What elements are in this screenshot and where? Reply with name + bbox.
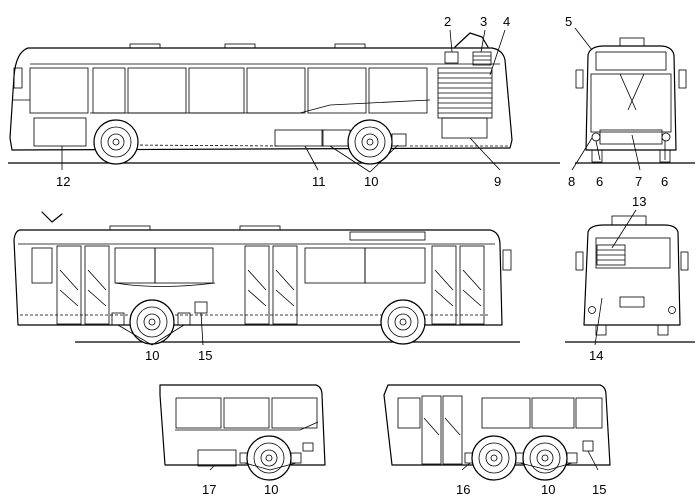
rear-window bbox=[595, 237, 671, 269]
callout-label: 2 bbox=[444, 14, 451, 29]
wheel-icon bbox=[471, 435, 517, 481]
callout-labels: 2 3 4 5 6 6 7 8 9 10 11 12 13 14 15 10 1… bbox=[56, 14, 668, 497]
socket-box-15 bbox=[194, 301, 208, 314]
mirror-icon bbox=[678, 69, 687, 89]
socket-box bbox=[444, 51, 459, 64]
mirror-icon bbox=[502, 249, 512, 271]
wheel-icon bbox=[129, 299, 175, 345]
door bbox=[431, 245, 457, 325]
vent-box bbox=[472, 51, 492, 66]
wheel-icon bbox=[522, 435, 568, 481]
callout-label: 17 bbox=[202, 482, 216, 497]
door bbox=[442, 395, 463, 465]
callout-label: 8 bbox=[568, 174, 575, 189]
door bbox=[56, 245, 82, 325]
callout-label: 16 bbox=[456, 482, 470, 497]
compartment-17 bbox=[197, 449, 237, 467]
door bbox=[421, 395, 442, 465]
bus-body bbox=[9, 47, 513, 151]
mirror-icon bbox=[680, 251, 689, 271]
callout-label: 7 bbox=[635, 174, 642, 189]
callout-label: 15 bbox=[198, 348, 212, 363]
front-view bbox=[575, 37, 695, 164]
callout-label: 10 bbox=[264, 482, 278, 497]
callout-label: 5 bbox=[565, 14, 572, 29]
callout-label: 10 bbox=[541, 482, 555, 497]
mirror-icon bbox=[575, 69, 584, 89]
compartment-9 bbox=[441, 117, 488, 139]
mirror-icon bbox=[575, 251, 584, 271]
callout-label: 3 bbox=[480, 14, 487, 29]
callout-label: 9 bbox=[494, 174, 501, 189]
partial-view-right bbox=[383, 384, 611, 481]
callout-label: 11 bbox=[312, 174, 326, 189]
rear-view bbox=[565, 215, 695, 343]
headlight-icon bbox=[591, 132, 601, 142]
partial-view-left bbox=[159, 384, 326, 481]
wheel-icon bbox=[380, 299, 426, 345]
callout-label: 10 bbox=[364, 174, 378, 189]
plate bbox=[619, 296, 645, 308]
callout-label: 6 bbox=[596, 174, 603, 189]
compartment-12 bbox=[33, 117, 87, 147]
leader-lines bbox=[61, 27, 666, 471]
trolley-pole-icon bbox=[454, 32, 489, 48]
callout-label: 12 bbox=[56, 174, 70, 189]
callout-label: 6 bbox=[661, 174, 668, 189]
wheel-icon bbox=[93, 119, 139, 165]
door bbox=[459, 245, 485, 325]
bus-body bbox=[13, 229, 503, 326]
route-sign bbox=[595, 51, 667, 71]
mirror-icon bbox=[13, 67, 23, 89]
callout-label: 4 bbox=[503, 14, 510, 29]
callout-label: 10 bbox=[145, 348, 159, 363]
headlight-icon bbox=[661, 132, 671, 142]
rear-body bbox=[583, 224, 681, 326]
callout-label: 13 bbox=[632, 194, 646, 209]
callout-label: 14 bbox=[589, 348, 603, 363]
door bbox=[244, 245, 270, 325]
trolley-pole-icon bbox=[41, 211, 63, 223]
door bbox=[84, 245, 110, 325]
side-view-left bbox=[8, 32, 560, 165]
compartment-11 bbox=[274, 129, 324, 147]
side-view-right bbox=[13, 211, 520, 345]
callout-label: 15 bbox=[592, 482, 606, 497]
windshield bbox=[590, 73, 672, 133]
wheel-icon bbox=[246, 435, 292, 481]
door bbox=[272, 245, 298, 325]
